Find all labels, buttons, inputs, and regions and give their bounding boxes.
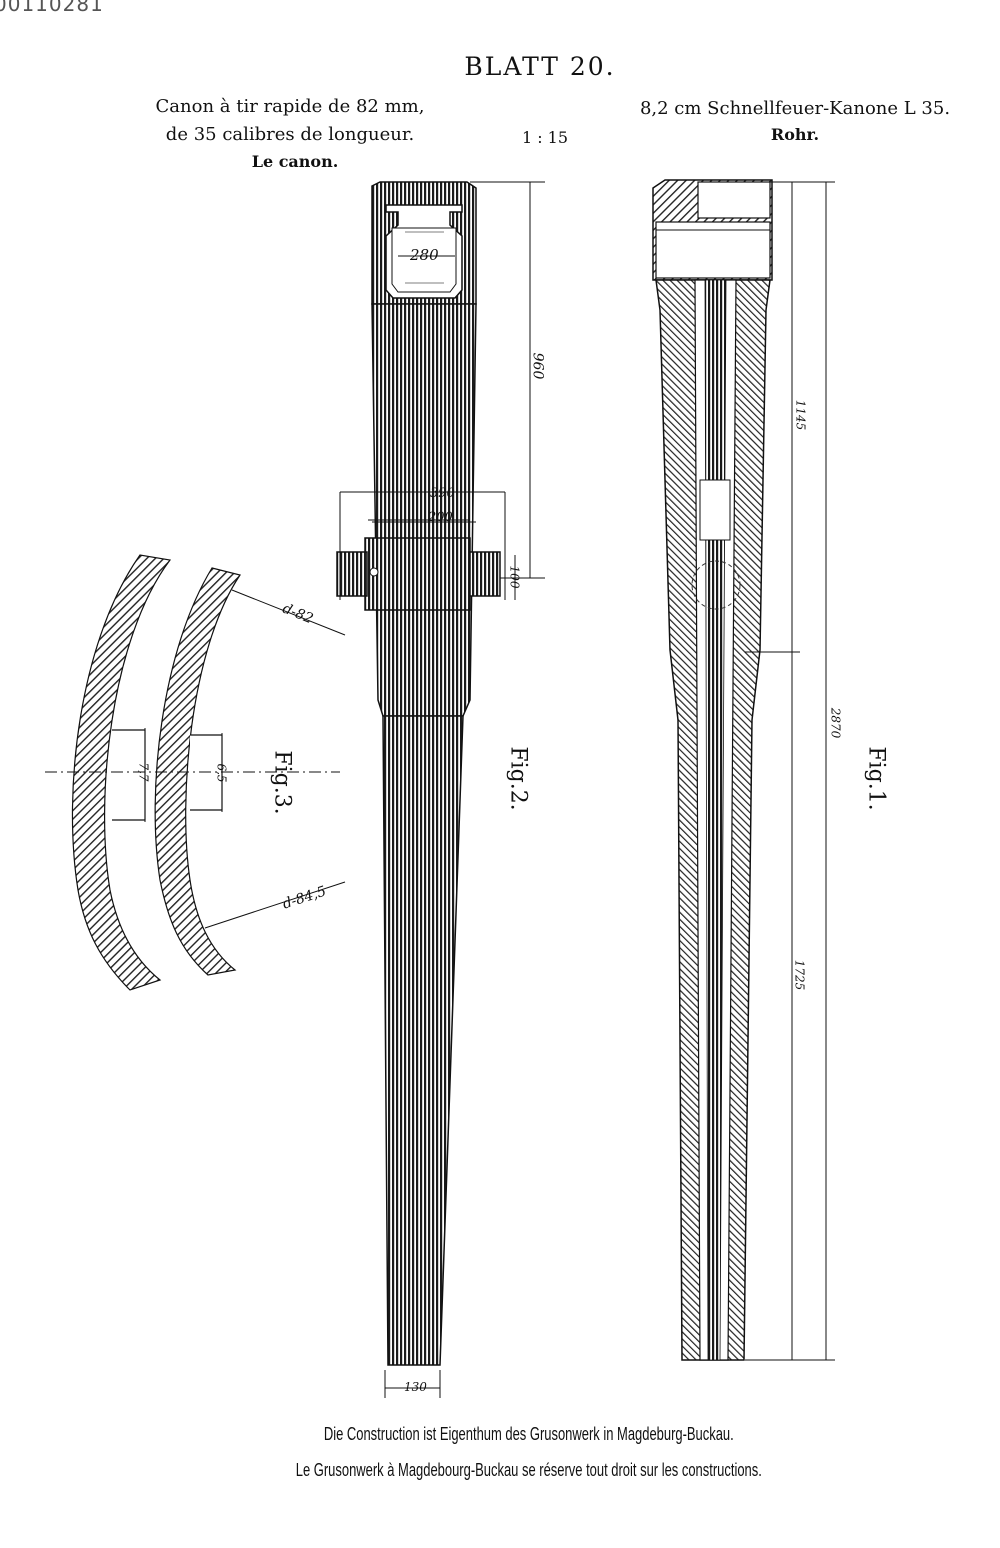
dim-960: 960 bbox=[529, 352, 546, 380]
footer-line2: Le Grusonwerk à Magdebourg-Buckau se rés… bbox=[295, 1460, 762, 1480]
dim-280: 280 bbox=[410, 246, 439, 264]
fig1-label: Fig.1. bbox=[863, 746, 889, 811]
fig3-dimensions bbox=[45, 589, 346, 929]
dim-6-5: 6,5 bbox=[214, 763, 229, 783]
fig1-section bbox=[652, 179, 773, 1361]
german-subheading: Rohr. bbox=[770, 125, 820, 144]
fig2-label: Fig.2. bbox=[505, 746, 531, 811]
dim-2870: 2870 bbox=[828, 707, 843, 739]
fig3-label: Fig.3. bbox=[269, 750, 295, 815]
page-title: BLATT 20. bbox=[464, 52, 616, 81]
dim-130: 130 bbox=[404, 1380, 427, 1394]
fig2-dimensions bbox=[339, 181, 545, 1398]
dim-200: 200 bbox=[428, 510, 453, 525]
scale-ratio: 1 : 15 bbox=[521, 128, 569, 147]
dim-390: 390 bbox=[430, 486, 455, 501]
french-heading-line2: de 35 calibres de longueur. bbox=[165, 124, 415, 145]
fig3-rifling bbox=[71, 554, 241, 991]
fig2-barrel bbox=[336, 181, 501, 1366]
footer-line1: Die Construction ist Eigenthum des Gruso… bbox=[323, 1424, 734, 1444]
dim-1725: 1725 bbox=[792, 959, 807, 991]
french-subheading: Le canon. bbox=[251, 152, 339, 171]
dim-1145: 1145 bbox=[793, 399, 808, 431]
dim-7-7: 7,7 bbox=[136, 762, 151, 782]
corner-id: 00110281 bbox=[0, 0, 104, 16]
french-heading-line1: Canon à tir rapide de 82 mm, bbox=[155, 96, 425, 117]
german-heading: 8,2 cm Schnellfeuer-Kanone L 35. bbox=[639, 98, 951, 119]
fig1-dimensions bbox=[745, 181, 835, 1361]
dim-100: 100 bbox=[507, 565, 522, 589]
